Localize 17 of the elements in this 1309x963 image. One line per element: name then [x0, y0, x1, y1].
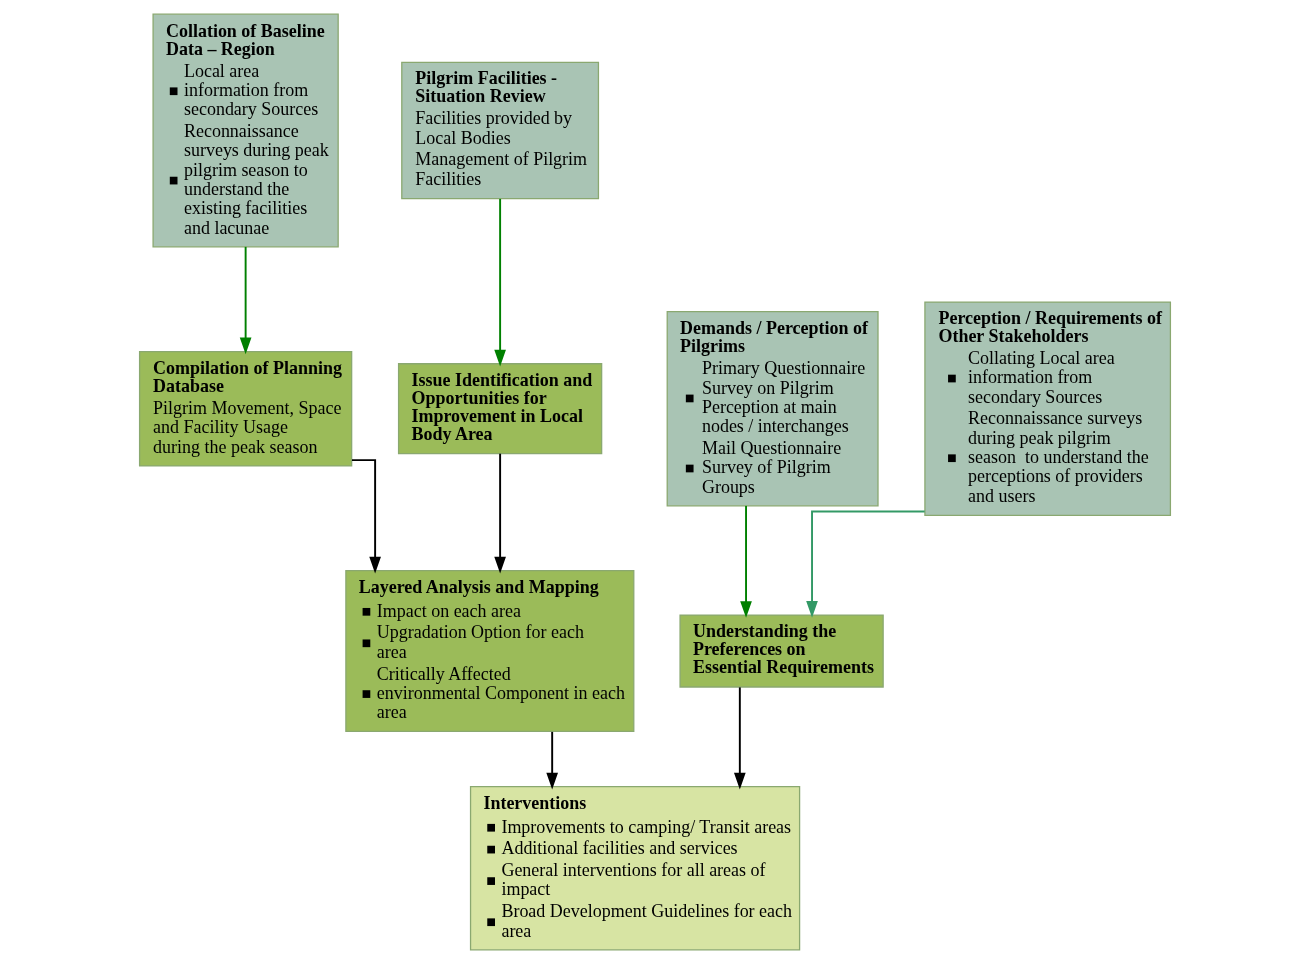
node-box: Issue Identification and Opportunities for Improvement in Local Body Area	[397, 362, 602, 454]
arrow	[350, 458, 381, 574]
node-box: Understanding the Preferences on Essential Requirements	[678, 613, 884, 688]
node-box: Perception / Requirements of Other Stakeholders Collating Local area information from secondary Sources Reconnaissance surveys during peak pilgrim season to understand the perceptions of providers and users	[923, 300, 1171, 516]
node-box: Layered Analysis and Mapping Impact on each area Upgradation Option for each area Critically Affected environmental Component in each area	[344, 569, 634, 732]
arrow	[493, 197, 506, 367]
arrow	[493, 452, 506, 573]
node-box: Interventions Improvements to camping/ Transit areas Additional facilities and services General interventions for all areas of impact Broad Development Guidelines for each area	[469, 785, 800, 950]
node-box: Demands / Perception of Pilgrims Primary Questionnaire Survey on Pilgrim Perception at main nodes / interchanges Mail Questionnaire Survey of Pilgrim Groups	[666, 310, 879, 506]
arrow	[733, 685, 746, 790]
arrow	[239, 245, 251, 354]
arrow	[739, 504, 752, 618]
node-box: Pilgrim Facilities - Situation Review Facilities provided by Local Bodies Management of Pilgrim Facilities	[400, 61, 599, 199]
arrow	[805, 510, 926, 618]
node-box: Compilation of Planning Database Pilgrim Movement, Space and Facility Usage during the peak season	[138, 350, 352, 467]
arrow	[545, 730, 558, 789]
node-box: Collation of Baseline Data – Region Local area information from secondary Sources Reconnaissance surveys during peak pilgrim season to understand the existing facilities and lacunae	[151, 13, 339, 247]
